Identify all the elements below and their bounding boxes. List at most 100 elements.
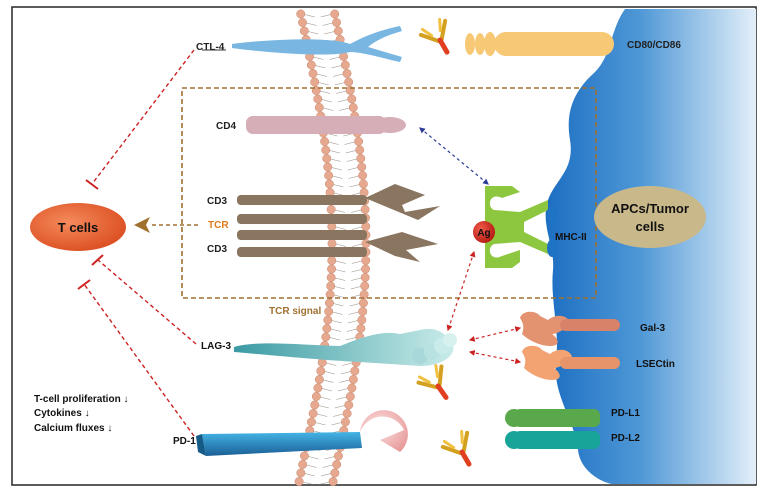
apc-label-line2: cells xyxy=(636,219,665,234)
lipid-head xyxy=(327,239,337,248)
lipid-head xyxy=(347,94,357,104)
lipid-head xyxy=(347,383,357,393)
lipid-head xyxy=(356,154,366,163)
lipid-head xyxy=(358,298,368,308)
lipid-head xyxy=(361,264,370,274)
pd1-label: PD-1 xyxy=(173,436,196,447)
lipid-head xyxy=(316,366,326,376)
lipid-head xyxy=(313,383,323,393)
lipid-head xyxy=(333,451,343,461)
lipid-head xyxy=(310,77,320,87)
lipid-head xyxy=(330,468,340,478)
cd4-label: CD4 xyxy=(216,121,236,132)
effect-cytokines: Cytokines ↓ xyxy=(34,408,90,419)
ctl4-receptor xyxy=(232,26,402,62)
lipid-head xyxy=(323,162,333,172)
lipid-head xyxy=(348,375,358,384)
tcell-node xyxy=(30,203,126,251)
antibody-top xyxy=(418,17,450,55)
pd1-inhibition-bar xyxy=(77,279,91,290)
pdl2-label: PD-L2 xyxy=(611,433,640,444)
lipid-head xyxy=(298,460,308,469)
lipid-head xyxy=(322,324,332,333)
lipid-head xyxy=(306,417,316,427)
lipid-head xyxy=(296,468,306,478)
lag3-inhibition-bar xyxy=(91,254,104,266)
pdl2-ligand xyxy=(505,431,600,449)
lipid-head xyxy=(340,60,350,70)
lipid-head xyxy=(321,332,331,342)
cd4-receptor xyxy=(246,116,406,134)
lipid-head xyxy=(342,409,352,418)
lipid-head xyxy=(298,18,307,27)
pd1-receptor xyxy=(196,432,362,456)
lipid-head xyxy=(321,145,331,155)
lag3-gal3-interaction xyxy=(468,326,522,342)
tcr-to-tcell-arrowhead xyxy=(134,217,150,233)
cd3-tcr-complex xyxy=(237,184,440,262)
lsectin-label: LSECtin xyxy=(636,359,675,370)
antibody-bottom xyxy=(440,429,472,467)
lipid-head xyxy=(323,315,333,325)
tcr-label: TCR xyxy=(208,220,229,231)
apc-label-line1: APCs/Tumor xyxy=(611,201,689,216)
lipid-head xyxy=(313,94,323,104)
pd1-pacman-head xyxy=(360,410,408,452)
apc-label-ellipse xyxy=(594,186,706,248)
lipid-head xyxy=(324,171,334,180)
lipid-head xyxy=(328,477,338,486)
lipid-head xyxy=(344,77,354,87)
ctl4-inhibition-bar xyxy=(85,179,99,190)
ctl4-label: CTL-4 xyxy=(196,42,225,53)
lipid-head xyxy=(326,205,336,214)
cd3-top-label: CD3 xyxy=(207,196,227,207)
lipid-head xyxy=(348,103,358,112)
antigen-node xyxy=(473,221,495,243)
lipid-head xyxy=(356,324,366,333)
pdl1-label: PD-L1 xyxy=(611,408,640,419)
pd1-inhibition-line xyxy=(83,283,195,437)
lipid-head xyxy=(330,9,340,19)
lag3-label: LAG-3 xyxy=(201,341,231,352)
lipid-head xyxy=(342,69,352,78)
lipid-head xyxy=(326,273,336,282)
lipid-head xyxy=(340,417,350,427)
lipid-head xyxy=(355,145,365,155)
lipid-head xyxy=(333,26,343,36)
lipid-head xyxy=(332,460,342,469)
lipid-head xyxy=(322,154,332,163)
gal3-ligand xyxy=(520,311,620,346)
lipid-head xyxy=(326,281,336,291)
lipid-head xyxy=(327,264,336,274)
lipid-head xyxy=(360,205,370,214)
cd4-mhc2-interaction xyxy=(419,127,489,185)
cd80-cd86-ligand xyxy=(465,32,614,56)
lipid-head xyxy=(320,137,330,146)
tcr-signal-label: TCR signal xyxy=(269,306,321,317)
lipid-head xyxy=(358,307,368,316)
lipid-head xyxy=(324,179,334,189)
lipid-head xyxy=(332,18,341,27)
lipid-head xyxy=(327,256,337,265)
lipid-head xyxy=(344,400,354,410)
cd80-cd86-label: CD80/CD86 xyxy=(627,40,681,51)
lag3-lsectin-interaction xyxy=(468,349,522,365)
tcells-label: T cells xyxy=(58,220,98,235)
lipid-head xyxy=(354,137,364,146)
lag3-inhibition-line xyxy=(97,259,197,345)
lipid-head xyxy=(358,179,368,189)
mhc2-molecule xyxy=(485,186,557,268)
lipid-head xyxy=(308,69,318,78)
lsectin-ligand xyxy=(522,345,620,380)
lipid-head xyxy=(306,60,316,70)
lipid-head xyxy=(296,9,306,19)
lipid-head xyxy=(294,477,304,486)
mhc2-label: MHC-II xyxy=(555,232,587,243)
lipid-head xyxy=(350,366,360,376)
effect-proliferation: T-cell proliferation ↓ xyxy=(34,394,128,405)
lipid-head xyxy=(311,392,321,401)
lipid-head xyxy=(361,256,371,265)
lipid-head xyxy=(324,298,334,308)
lipid-head xyxy=(308,409,318,418)
